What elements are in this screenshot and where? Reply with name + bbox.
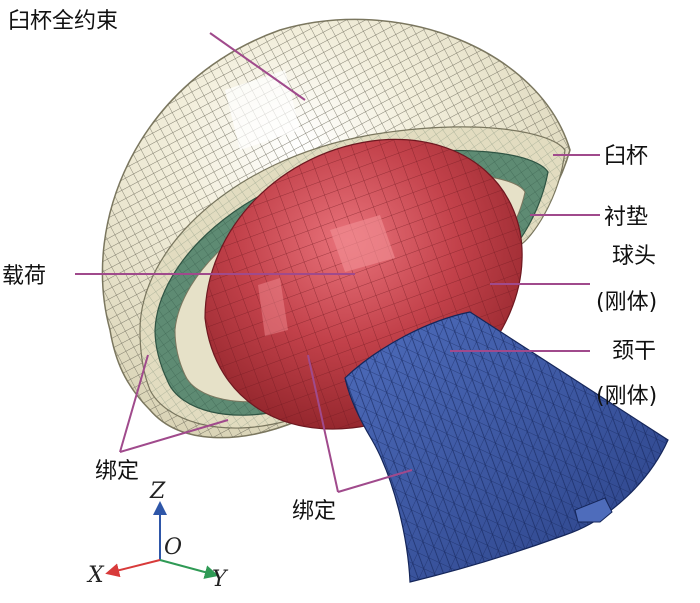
leader-bond-left-a (119, 354, 149, 453)
label-head-line2: (刚体) (596, 290, 657, 315)
label-load: 载荷 (2, 264, 46, 289)
axis-x-arrow (105, 559, 161, 578)
label-head-line1: 球头 (612, 244, 656, 269)
label-neck-line1: 颈干 (612, 339, 656, 364)
label-bond-left: 绑定 (95, 459, 139, 484)
axis-x-label: X (86, 563, 105, 588)
axis-z-label: Z (149, 479, 166, 504)
label-bond-bottom: 绑定 (292, 499, 336, 524)
leader-bond-left-b (119, 419, 229, 453)
labels: 臼杯全约束 臼杯 衬垫 球头 (刚体) 颈干 (刚体) 载荷 绑定 绑定 (2, 9, 657, 524)
axis-triad: Z O X Y (86, 479, 229, 592)
label-liner: 衬垫 (604, 205, 648, 230)
leader-lines (75, 32, 600, 493)
femoral-neck (344, 311, 669, 583)
axis-y-label: Y (212, 567, 229, 592)
leader-bond-bottom-a (307, 354, 339, 493)
label-cup: 臼杯 (604, 144, 648, 169)
label-neck-line2: (刚体) (596, 384, 657, 409)
axis-y-arrow (159, 559, 219, 579)
label-cup-constraint: 臼杯全约束 (8, 9, 118, 34)
leader-cup-constraint (209, 32, 306, 101)
axis-origin-label: O (164, 535, 182, 560)
leader-bond-bottom-b (337, 469, 413, 493)
